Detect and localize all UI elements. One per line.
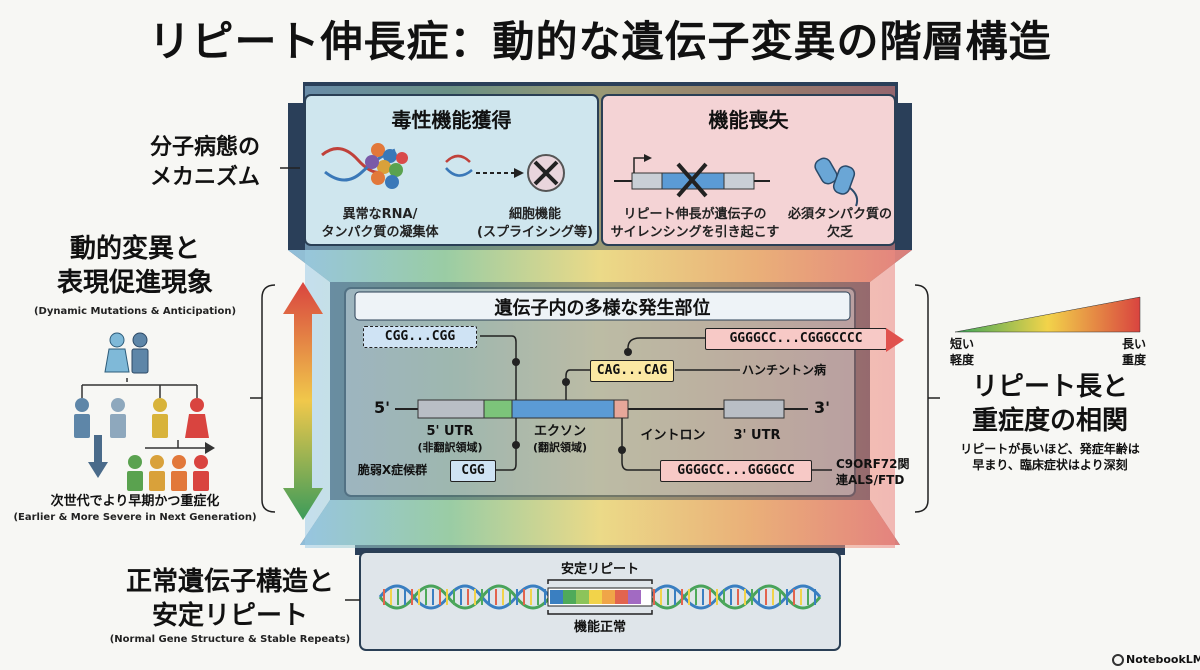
repeat-g4c2-top: GGGGCC...CGGGCCCC (705, 328, 887, 350)
sites-title: 遺伝子内の多様な発生部位 (494, 298, 711, 319)
anticipation-caption-en: (Earlier & More Severe in Next Generatio… (13, 512, 257, 523)
gain-item-cell-function: 細胞機能(スプライシング等) (477, 207, 593, 240)
normal-function-label: 機能正常 (573, 620, 626, 635)
stable-repeat-label: 安定リピート (560, 562, 639, 577)
gain-panel-title: 毒性機能獲得 (391, 108, 512, 132)
loss-item-silencing: リピート伸長が遺伝子のサイレンシングを引き起こす (610, 207, 780, 240)
normal-structure-label-en: (Normal Gene Structure & Stable Repeats) (109, 634, 351, 645)
repeat-cgg-bottom: CGG (450, 460, 496, 482)
brand-label: NotebookLM (1126, 653, 1200, 666)
page-title: リピート伸長症：動的な遺伝子変異の階層構造 (148, 17, 1052, 66)
repeat-cag: CAG...CAG (590, 360, 674, 382)
loss-item-protein-deficiency: 必須タンパク質の欠乏 (787, 207, 892, 240)
anticipation-caption: 次世代でより早期かつ重症化 (50, 494, 220, 509)
intron-label: イントロン (640, 428, 706, 443)
mechanism-label: 分子病態のメカニズム (149, 135, 260, 190)
exon-label: エクソン(翻訳領域) (532, 424, 588, 454)
normal-structure-label: 正常遺伝子構造と安定リピート (125, 567, 334, 631)
loss-panel-title: 機能喪失 (708, 108, 789, 132)
severity-label: リピート長と重症度の相関 (971, 372, 1128, 436)
fragile-x-label: 脆弱X症候群 (357, 463, 428, 477)
dynamic-mutation-label-en: (Dynamic Mutations & Anticipation) (33, 306, 237, 317)
arrow-right-icon (886, 328, 904, 352)
repeat-cgg-top: CGG...CGG (363, 326, 477, 348)
five-prime-label: 5' (373, 398, 391, 417)
c9orf72-label: C9ORF72関連ALS/FTD (836, 457, 910, 487)
three-prime-label: 3' (813, 398, 831, 417)
utr5-label: 5' UTR(非翻訳領域) (417, 424, 483, 454)
severity-description: リピートが長いほど、発症年齢は早まり、臨床症状はより深刻 (960, 442, 1140, 472)
utr3-label: 3' UTR (733, 428, 781, 443)
repeat-g4c2-bottom: GGGGCC...GGGGCC (660, 460, 812, 482)
severity-short: 短い軽度 (950, 337, 975, 367)
gain-item-aggregates: 異常なRNA/タンパク質の凝集体 (321, 207, 439, 240)
huntington-label: ハンチントン病 (742, 363, 827, 377)
severity-long: 長い重度 (1121, 337, 1146, 367)
dynamic-mutation-label: 動的変異と表現促進現象 (56, 234, 213, 298)
